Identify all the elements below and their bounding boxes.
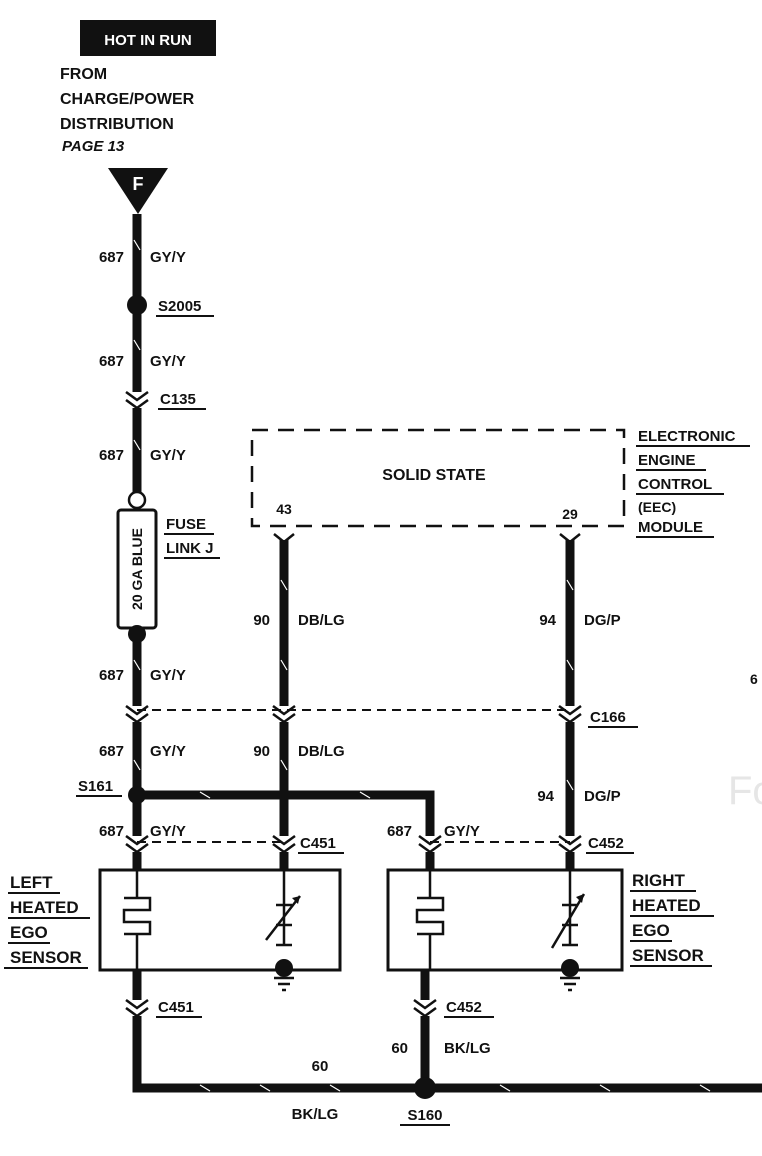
right-sensor-label-4: SENSOR <box>632 946 704 965</box>
connector-c135-label: C135 <box>160 391 196 408</box>
right-ego-sensing-element <box>562 870 578 947</box>
right-sensor-label-1: RIGHT <box>632 871 686 890</box>
wire-687-color-5: GY/Y <box>150 743 186 760</box>
eec-label-line-4: (EEC) <box>638 499 676 515</box>
wire-90-color-2: DB/LG <box>298 743 345 760</box>
wire-60-color-1: BK/LG <box>444 1040 491 1057</box>
wire-94-color-2: DG/P <box>584 788 621 805</box>
right-ego-heater-element <box>415 870 445 970</box>
wire-94-num-1: 94 <box>539 612 556 629</box>
wire-687-color-7: GY/Y <box>444 823 480 840</box>
fuse-label-line-1: FUSE <box>166 516 206 533</box>
left-ego-sensor-box <box>98 868 342 972</box>
connector-c452-top-symbol-b <box>558 834 582 854</box>
wire-687-num-7: 687 <box>387 823 412 840</box>
left-sensor-label-3: EGO <box>10 923 48 942</box>
right-ego-sensor-box <box>386 868 624 972</box>
fuse-label-line-2: LINK J <box>166 540 214 557</box>
wire-ticks <box>133 239 141 771</box>
wire-687-num-5: 687 <box>99 743 124 760</box>
wire-60-ground-run <box>132 1016 762 1093</box>
eec-label-line-5: MODULE <box>638 519 703 536</box>
wire-60-num-1: 60 <box>391 1040 408 1057</box>
eec-label-line-1: ELECTRONIC <box>638 428 736 445</box>
left-ego-sensing-element <box>276 870 292 947</box>
splice-s160-label: S160 <box>407 1107 442 1124</box>
left-sensor-label-1: LEFT <box>10 873 53 892</box>
fuse-link-rating: 20 GA BLUE <box>129 528 145 610</box>
from-line-2: CHARGE/POWER <box>60 91 195 108</box>
wire-687-color-1: GY/Y <box>150 249 186 266</box>
splice-s2005-dot <box>127 295 147 315</box>
connector-c166-symbol-90 <box>272 704 296 724</box>
wire-687-num-2: 687 <box>99 353 124 370</box>
left-sensor-label-2: HEATED <box>10 898 79 917</box>
wire-94-num-2: 94 <box>537 788 554 805</box>
wire-60-num-2: 60 <box>312 1058 329 1075</box>
wire-687-num-3: 687 <box>99 447 124 464</box>
connector-c452-bottom-symbol <box>413 998 437 1018</box>
wire-687-branch-right <box>137 790 435 836</box>
connector-c451-bottom-label: C451 <box>158 999 194 1016</box>
connector-c452-top-label: C452 <box>588 835 624 852</box>
hot-in-run-badge <box>80 20 216 56</box>
left-ego-heater-element <box>122 870 152 970</box>
splice-s2005-label: S2005 <box>158 298 201 315</box>
wire-90-num-1: 90 <box>253 612 270 629</box>
wire-94-color-1: DG/P <box>584 612 621 629</box>
eec-pin-43: 43 <box>276 501 292 517</box>
connector-c451-top-symbol-a <box>125 834 149 854</box>
wire-687-color-3: GY/Y <box>150 447 186 464</box>
hot-in-run-label: HOT IN RUN <box>104 32 192 49</box>
fuse-link-top-terminal <box>127 490 147 510</box>
connector-f-letter: F <box>133 174 144 194</box>
left-ego-ground-icon <box>274 976 294 992</box>
from-line-3: DISTRIBUTION <box>60 116 174 133</box>
fuse-link-bottom-terminal <box>128 625 146 643</box>
right-sensor-label-2: HEATED <box>632 896 701 915</box>
eec-label-line-2: ENGINE <box>638 452 696 469</box>
eec-label-line-3: CONTROL <box>638 476 712 493</box>
right-ego-variable-arrow <box>550 893 586 949</box>
wire-687-num-1: 687 <box>99 249 124 266</box>
connector-c166-symbol-687 <box>125 704 149 724</box>
connector-c452-bottom-label: C452 <box>446 999 482 1016</box>
connector-f-triangle <box>108 168 168 214</box>
wire-687-color-4: GY/Y <box>150 667 186 684</box>
from-line-1: FROM <box>60 66 107 83</box>
left-ego-ground-node <box>275 959 293 977</box>
wire-90-num-2: 90 <box>253 743 270 760</box>
wire-687-num-4: 687 <box>99 667 124 684</box>
right-ego-ground-icon <box>560 976 580 992</box>
wire-687-color-2: GY/Y <box>150 353 186 370</box>
wire-687-num-6: 687 <box>99 823 124 840</box>
left-sensor-label-4: SENSOR <box>10 948 82 967</box>
splice-s160-dot <box>414 1077 436 1099</box>
eec-solid-state-label: SOLID STATE <box>382 467 486 484</box>
right-sensor-label-3: EGO <box>632 921 670 940</box>
connector-c166-symbol-94 <box>558 704 582 724</box>
eec-module-outline <box>250 428 626 528</box>
connector-c452-top-symbol-a <box>418 834 442 854</box>
connector-c166-label: C166 <box>590 709 626 726</box>
connector-c451-top-label: C451 <box>300 835 336 852</box>
connector-c451-bottom-symbol <box>125 998 149 1018</box>
connector-c451-top-symbol-b <box>272 834 296 854</box>
wire-60-color-2: BK/LG <box>292 1106 339 1123</box>
splice-s161-label: S161 <box>78 778 113 795</box>
left-ego-variable-arrow <box>265 895 301 941</box>
right-edge-fragment: 6 <box>750 671 758 687</box>
page-reference: PAGE 13 <box>62 138 125 155</box>
watermark-fragment: Fo <box>728 769 762 813</box>
wire-687-color-6: GY/Y <box>150 823 186 840</box>
connector-c135-symbol <box>125 390 149 410</box>
wire-90-color-1: DB/LG <box>298 612 345 629</box>
eec-pin-29: 29 <box>562 506 578 522</box>
right-ego-ground-node <box>561 959 579 977</box>
